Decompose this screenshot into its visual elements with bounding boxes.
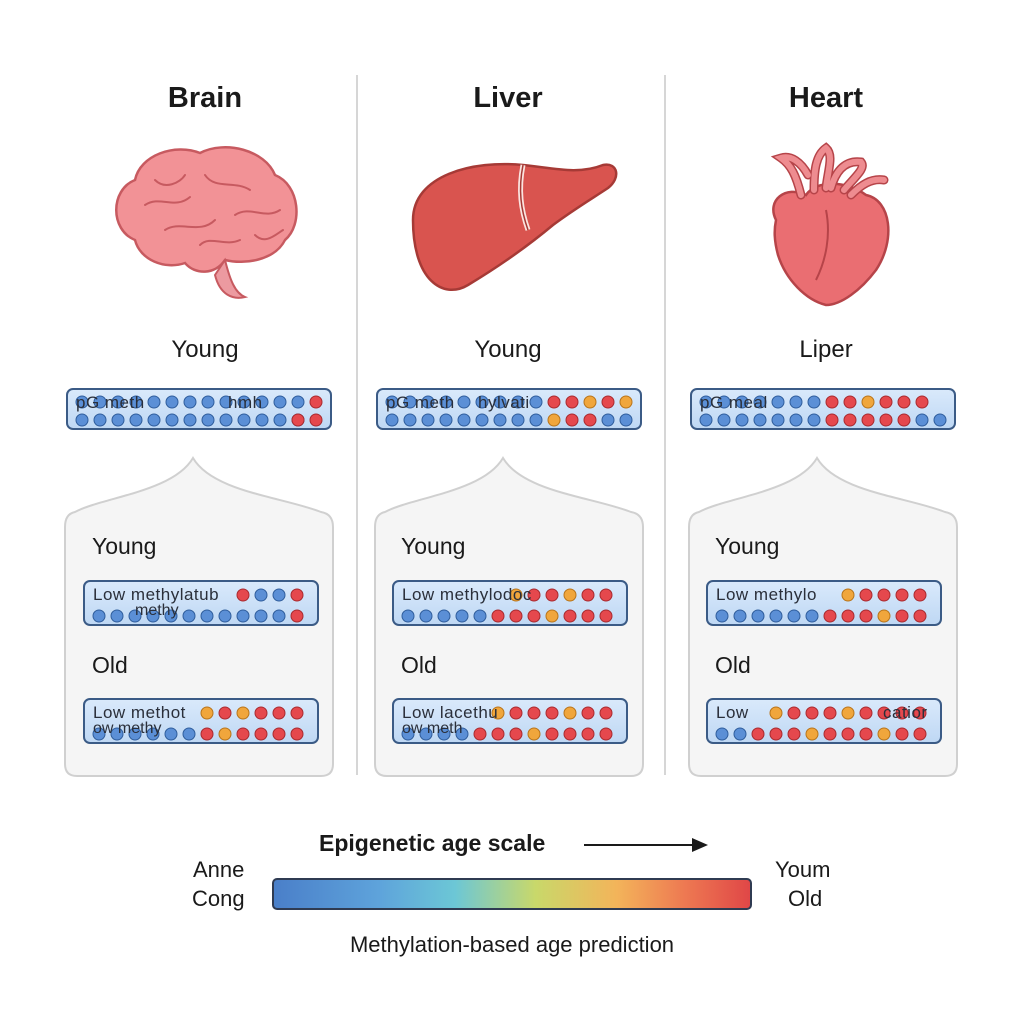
old-methylation-strip: Low catior (706, 698, 942, 744)
young-label: Young (92, 533, 157, 559)
cpg-sites (401, 588, 613, 623)
column-title: Brain (167, 82, 243, 114)
strip-mark: hmh (228, 393, 263, 412)
old-label: Old (401, 652, 437, 678)
old-methylation-strip: Low methot ow methy (83, 698, 319, 744)
cpg-sites (715, 588, 927, 623)
strip-label: pG meal (700, 393, 768, 412)
strip-label: Low methylodoc (402, 585, 532, 604)
cpg-sites (92, 588, 304, 623)
column-title: Liver (473, 82, 543, 114)
young-methylation-strip: Low methylo (706, 580, 942, 626)
young-methylation-strip: Low methylodoc (392, 580, 628, 626)
column-caption: Young (474, 336, 542, 363)
young-methylation-strip: Low methylatub methy (83, 580, 319, 626)
column-liver: Liver Young pG meth hylvati Young (358, 0, 658, 790)
cpg-sites (385, 395, 633, 427)
young-label: Young (715, 533, 780, 559)
scale-caption: Methylation-based age prediction (349, 932, 675, 957)
strip-label: Low (716, 703, 749, 722)
scale-left-top: Anne (193, 857, 245, 882)
cpg-sites (699, 395, 947, 427)
young-label: Young (401, 533, 466, 559)
strip-label: Low lacethu (402, 703, 499, 722)
old-label: Old (92, 652, 128, 678)
cpg-sites (75, 395, 323, 427)
strip-mark: hylvati (478, 393, 530, 412)
scale-left-bottom: Cong (192, 886, 245, 911)
cpg-methylation-strip: pG meth hmh (66, 388, 332, 430)
divider-right (664, 75, 666, 775)
cpg-sites (401, 706, 613, 741)
strip-sublabel: ow meth (402, 720, 463, 737)
strip-label: Low methylatub (93, 585, 220, 604)
strip-sublabel: ow methy (93, 720, 162, 737)
column-title: Heart (788, 82, 864, 114)
strip-label: pG meth (386, 393, 455, 412)
cpg-sites (715, 706, 927, 741)
column-caption: Liper (799, 336, 853, 363)
scale-right-top: Youm (775, 857, 831, 882)
strip-label: pG meth (76, 393, 145, 412)
strip-tail: catior (883, 703, 928, 722)
brain-icon (115, 146, 298, 299)
scale-right-bottom: Old (788, 886, 823, 911)
column-brain: Brain Young pG meth hmh Young (55, 0, 355, 790)
strip-sublabel: methy (135, 602, 179, 619)
scale-title: Epigenetic age scale (319, 830, 546, 856)
age-gradient-bar (272, 878, 752, 910)
column-caption: Young (171, 336, 239, 363)
divider-left (356, 75, 358, 775)
arrow-right-icon (584, 838, 708, 852)
column-heart: Heart Liper pG meal Young (668, 0, 968, 790)
cpg-sites (92, 706, 304, 741)
cpg-methylation-strip: pG meal (690, 388, 956, 430)
strip-label: Low methylo (716, 585, 817, 604)
strip-label: Low methot (93, 703, 186, 722)
old-methylation-strip: Low lacethu ow meth (392, 698, 628, 744)
liver-icon (411, 162, 618, 291)
old-label: Old (715, 652, 751, 678)
cpg-methylation-strip: pG meth hylvati (376, 388, 642, 430)
heart-icon (770, 142, 890, 307)
